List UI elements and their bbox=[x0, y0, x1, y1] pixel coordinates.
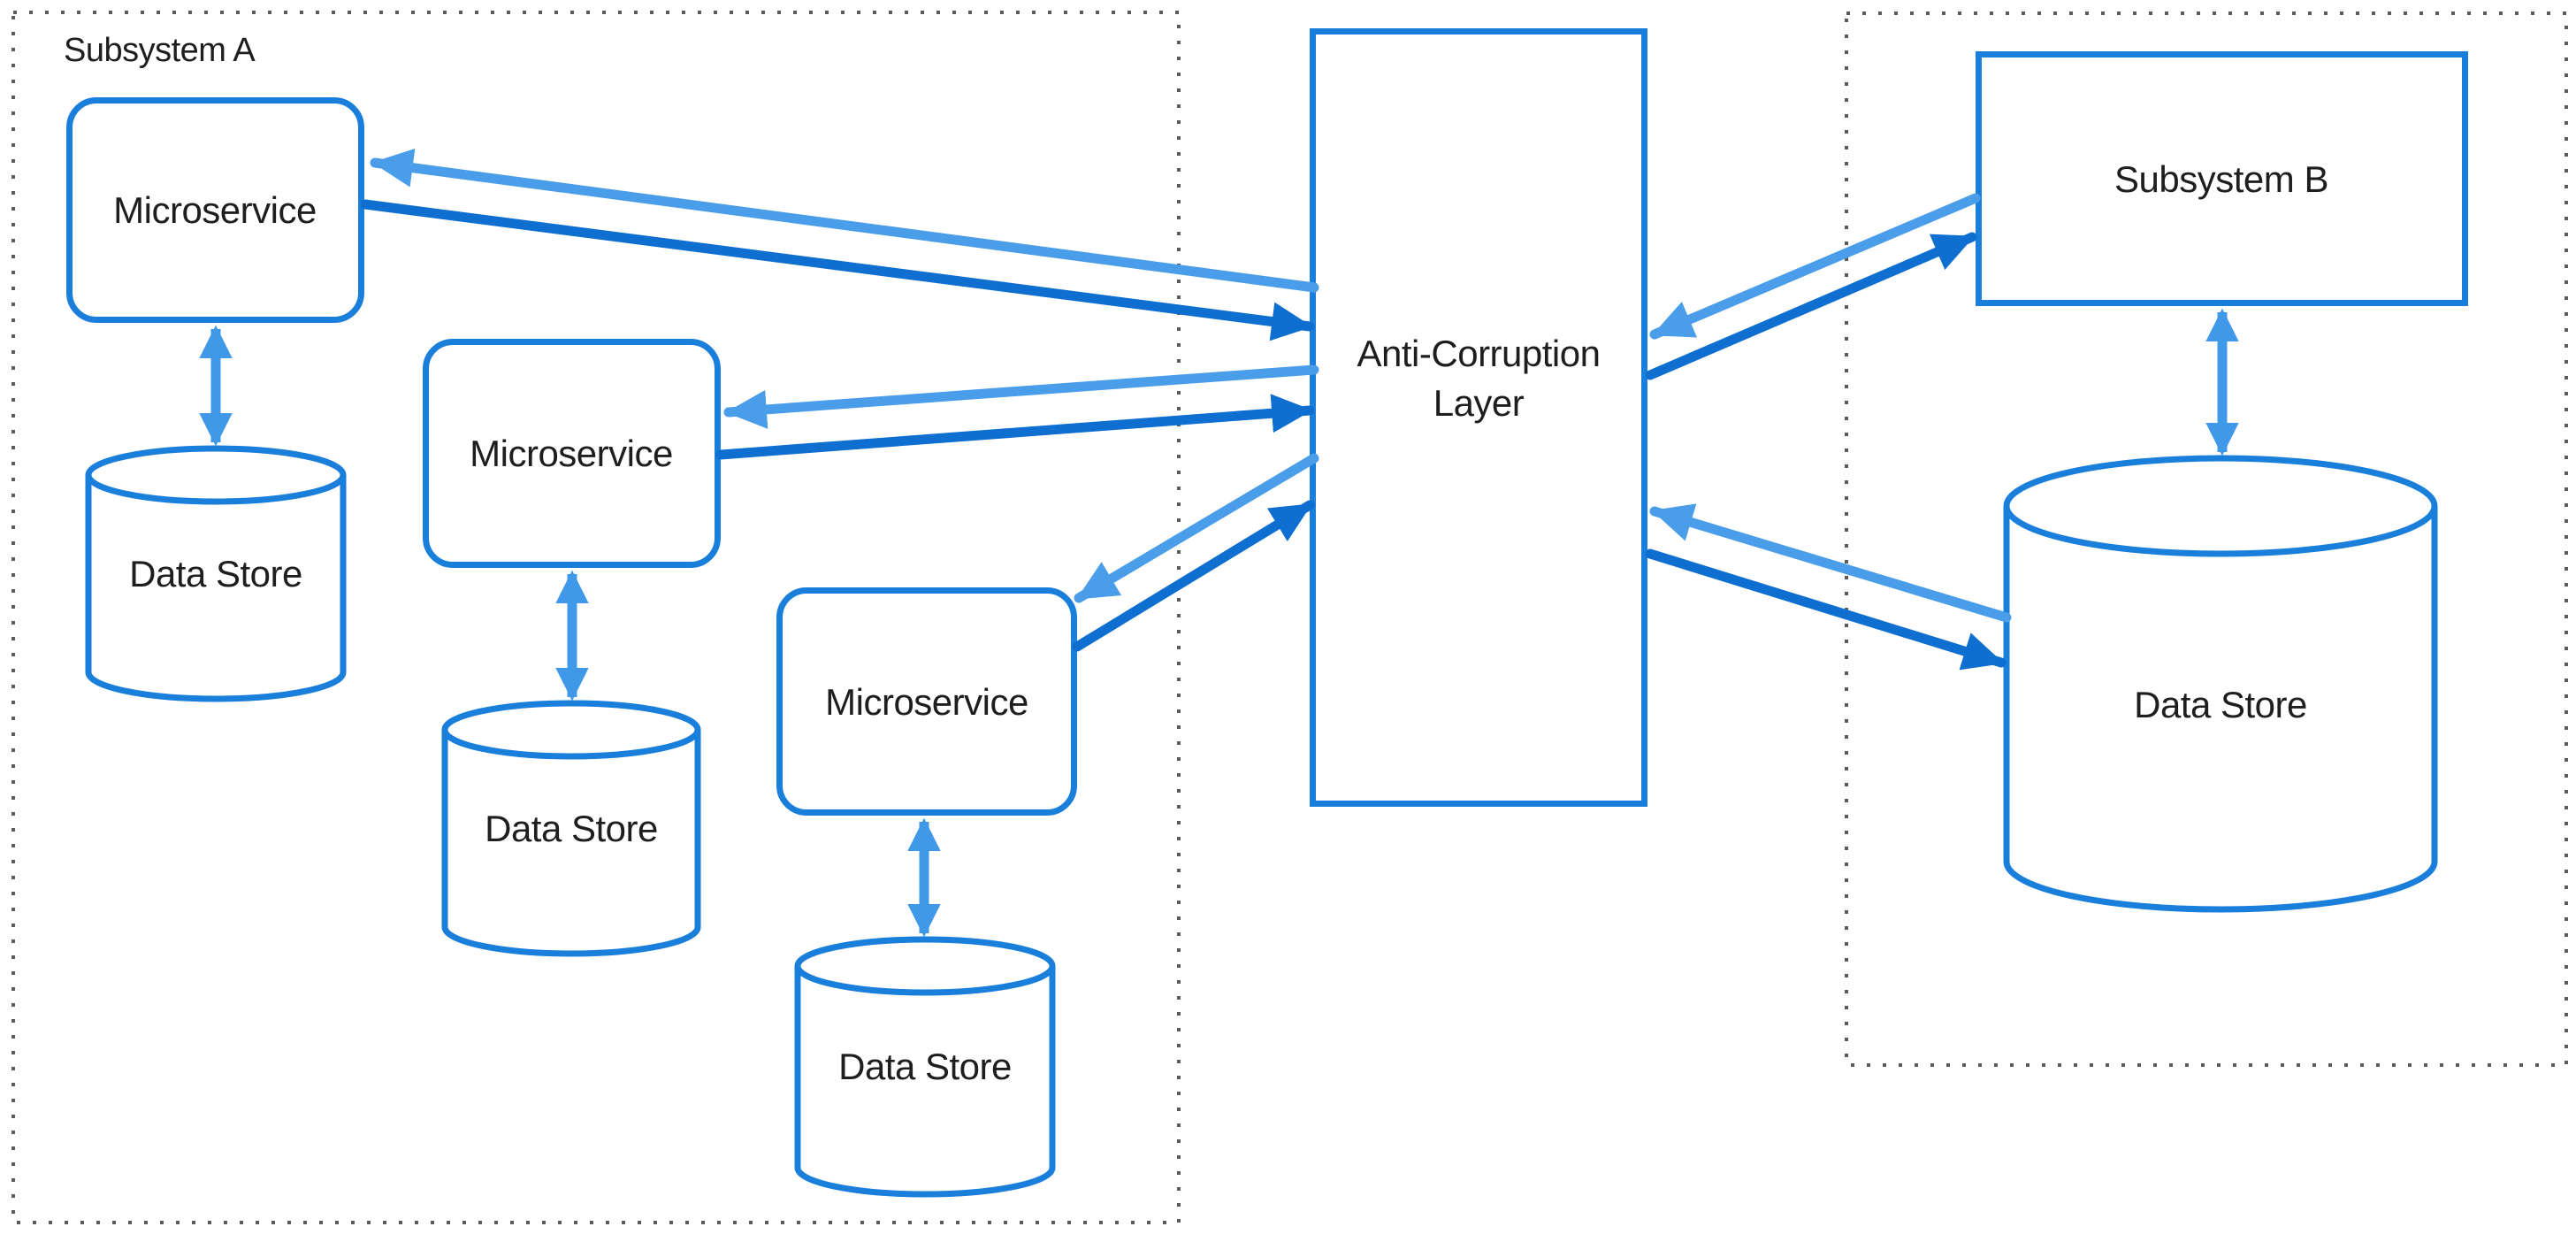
data-store-b-cylinder bbox=[2003, 455, 2438, 913]
data-store-1-label: Data Store bbox=[129, 552, 302, 594]
data-store-b-label: Data Store bbox=[2134, 683, 2307, 725]
data-store-3-cylinder bbox=[794, 936, 1056, 1198]
microservice-1-node bbox=[66, 97, 364, 323]
data-store-1-cylinder bbox=[85, 445, 347, 702]
data-store-3-label: Data Store bbox=[838, 1045, 1012, 1087]
microservice-2-label: Microservice bbox=[470, 432, 673, 474]
anti-corruption-layer-label: Anti-Corruption Layer bbox=[1310, 329, 1647, 428]
subsystem-b-node bbox=[1976, 51, 2468, 306]
subsystem-b-label: Subsystem B bbox=[2114, 157, 2328, 200]
subsystem-a-label: Subsystem A bbox=[64, 32, 256, 69]
anti-corruption-layer-label-line1: Anti-Corruption bbox=[1357, 333, 1601, 374]
microservice-3-node bbox=[776, 587, 1077, 816]
microservice-3-label: Microservice bbox=[825, 680, 1028, 723]
anti-corruption-layer-node bbox=[1310, 28, 1647, 807]
data-store-2-cylinder bbox=[441, 700, 701, 957]
microservice-1-label: Microservice bbox=[113, 188, 317, 231]
data-store-2-label: Data Store bbox=[485, 807, 658, 849]
anti-corruption-layer-label-line2: Layer bbox=[1433, 382, 1525, 424]
microservice-2-node bbox=[423, 339, 721, 568]
